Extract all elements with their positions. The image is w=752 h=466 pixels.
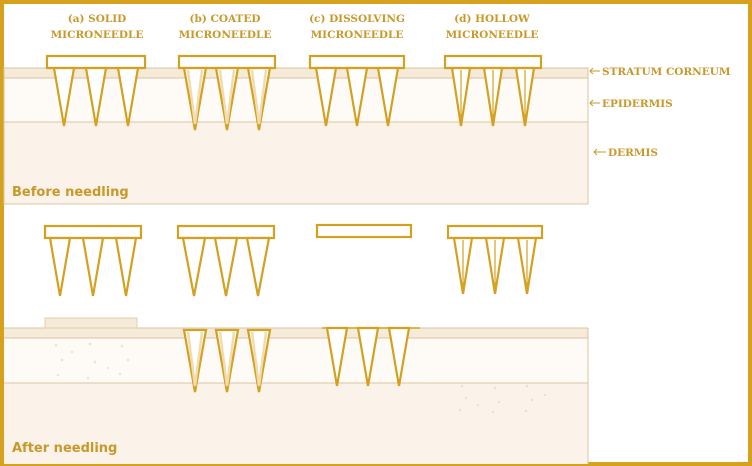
epidermis-label: EPIDERMIS — [602, 98, 673, 110]
skin-after — [4, 327, 589, 464]
stratum-arrow — [589, 67, 600, 75]
coated-microneedle-removed — [176, 224, 276, 297]
title-coated-line1: (b) COATED — [190, 13, 261, 25]
before-needling-label: Before needling — [12, 185, 129, 200]
title-hollow-line2: MICRONEEDLE — [446, 29, 539, 41]
dissolving-needles-in-skin — [322, 326, 420, 387]
dissolving-microneedle-before — [308, 54, 406, 127]
dermis-label: DERMIS — [608, 147, 658, 159]
hollow-diffusion — [458, 384, 547, 414]
dissolving-base-removed — [315, 223, 413, 239]
after-needling-label: After needling — [12, 441, 117, 456]
solid-micropores — [44, 317, 138, 380]
title-dissolving-line1: (c) DISSOLVING — [309, 13, 405, 25]
stratum-corneum-band-after — [4, 328, 588, 338]
title-solid-line2: MICRONEEDLE — [51, 29, 144, 41]
coated-residue — [182, 328, 272, 393]
coated-microneedle-before — [177, 54, 277, 131]
stratum-corneum-label: STRATUM CORNEUM — [602, 66, 731, 78]
hollow-microneedle-before — [443, 54, 543, 127]
epidermis-band-after — [4, 338, 588, 383]
hollow-microneedle-removed — [446, 224, 544, 295]
dermis-band-after — [4, 383, 588, 464]
stratum-corneum-band — [4, 68, 588, 78]
solid-microneedle-removed — [43, 224, 143, 297]
title-solid-line1: (a) SOLID — [68, 13, 127, 25]
title-dissolving-line2: MICRONEEDLE — [311, 29, 404, 41]
dermis-band — [4, 122, 588, 204]
title-coated-line2: MICRONEEDLE — [179, 29, 272, 41]
title-hollow-line1: (d) HOLLOW — [454, 13, 530, 25]
column-titles: (a) SOLID MICRONEEDLE (b) COATED MICRONE… — [51, 13, 539, 41]
epidermis-arrow — [589, 99, 600, 107]
dermis-arrow — [593, 148, 606, 156]
solid-microneedle-before — [45, 54, 147, 127]
layer-labels: STRATUM CORNEUM EPIDERMIS DERMIS — [589, 66, 731, 159]
